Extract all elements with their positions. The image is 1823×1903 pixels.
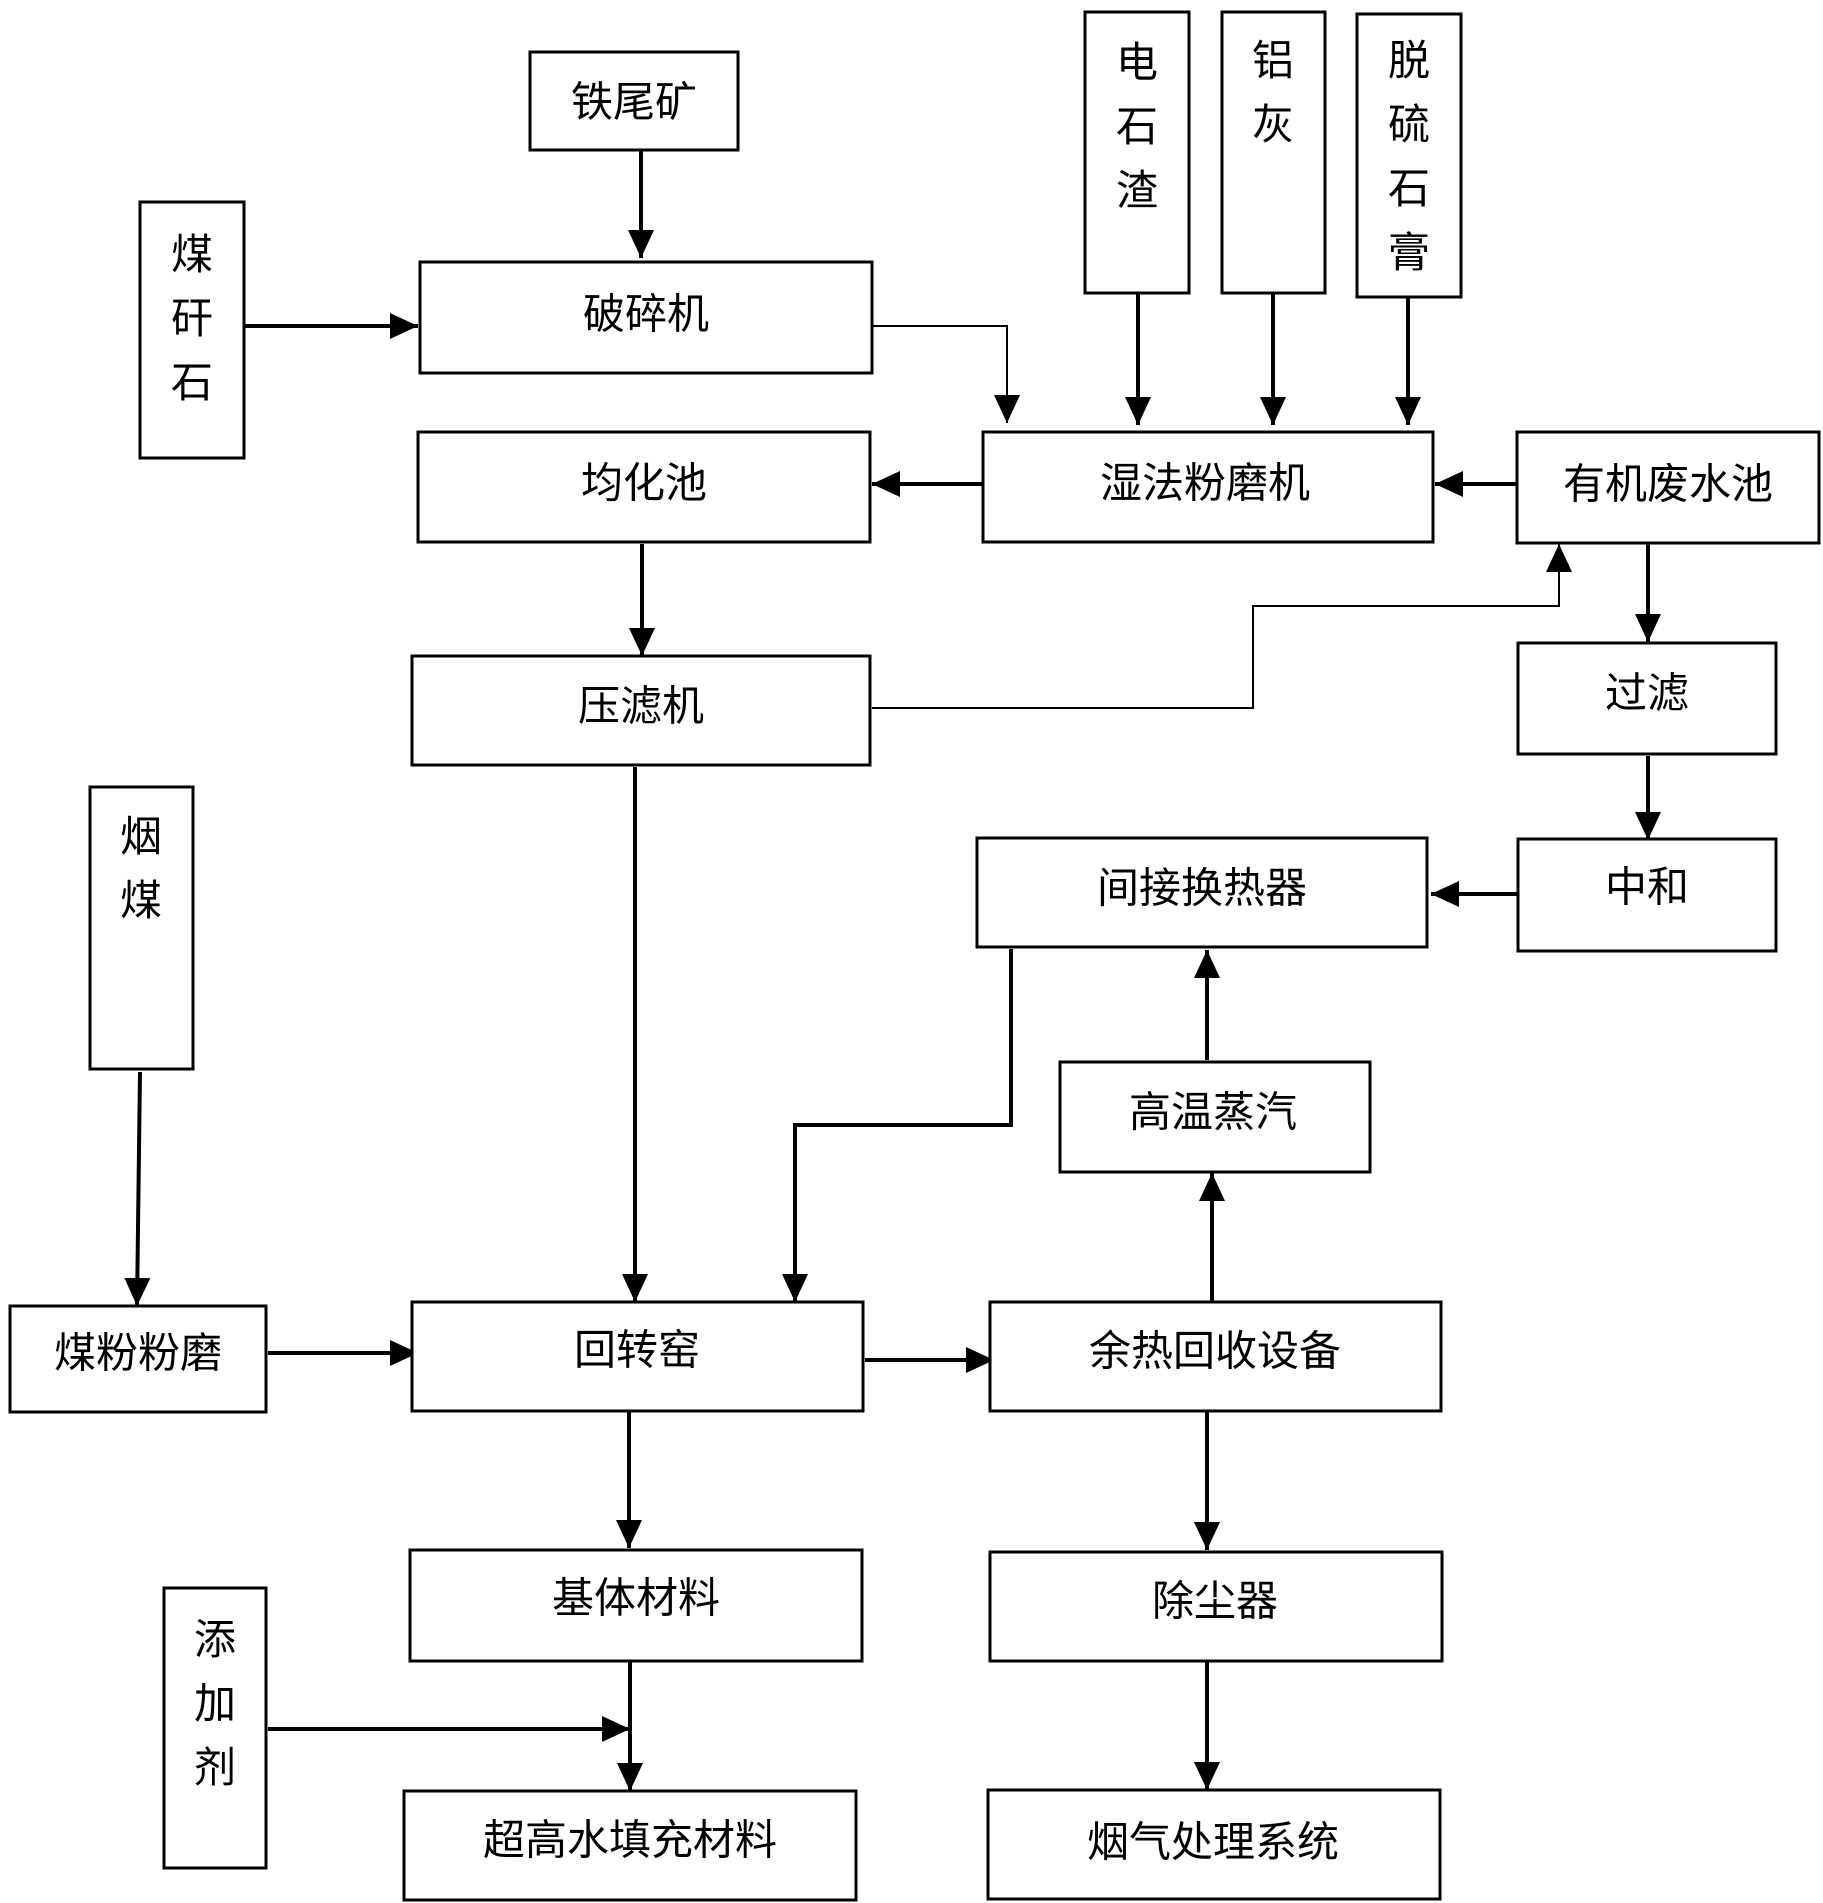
node-ultra-high-water-filling-material: 超高水填充材料: [402, 1789, 858, 1902]
svg-text:除尘器: 除尘器: [1152, 1577, 1278, 1626]
svg-text:过滤: 过滤: [1605, 669, 1689, 718]
node-additive: 添加剂: [162, 1586, 268, 1870]
node-coal-gangue: 煤矸石: [138, 200, 246, 460]
edge-bituminous-coal-to-grinding: [124, 1071, 151, 1307]
edge-crusher-to-wet-grinder: [870, 325, 1020, 423]
svg-text:湿法粉磨机: 湿法粉磨机: [1100, 459, 1310, 508]
node-filter-press: 压滤机: [410, 654, 872, 767]
svg-text:煤矸石: 煤矸石: [171, 230, 213, 407]
node-indirect-heat-exchanger: 间接换热器: [975, 836, 1429, 949]
node-flue-gas-treatment-system: 烟气处理系统: [986, 1788, 1442, 1901]
svg-text:间接换热器: 间接换热器: [1097, 864, 1307, 913]
node-aluminum-ash: 铝灰: [1220, 10, 1327, 295]
node-base-material: 基体材料: [408, 1548, 864, 1663]
svg-text:回转窑: 回转窑: [574, 1326, 700, 1375]
node-desulfurization-gypsum: 脱硫石膏: [1355, 12, 1463, 299]
node-filtration: 过滤: [1516, 641, 1778, 756]
node-wet-grinder: 湿法粉磨机: [981, 430, 1435, 544]
svg-text:超高水填充材料: 超高水填充材料: [483, 1816, 777, 1865]
node-bituminous-coal: 烟煤: [88, 785, 195, 1071]
svg-text:电石渣: 电石渣: [1116, 38, 1158, 215]
node-waste-heat-recovery: 余热回收设备: [988, 1300, 1443, 1413]
node-iron-tailings: 铁尾矿: [528, 50, 740, 152]
svg-text:烟煤: 烟煤: [120, 812, 162, 925]
node-rotary-kiln: 回转窑: [410, 1300, 865, 1413]
node-high-temp-steam: 高温蒸汽: [1058, 1060, 1372, 1174]
svg-text:中和: 中和: [1605, 863, 1689, 912]
svg-text:压滤机: 压滤机: [578, 682, 704, 731]
svg-text:有机废水池: 有机废水池: [1563, 460, 1773, 509]
node-homogenization-tank: 均化池: [416, 430, 872, 544]
node-crusher: 破碎机: [418, 260, 874, 375]
svg-text:铝灰: 铝灰: [1252, 36, 1294, 149]
node-dust-collector: 除尘器: [988, 1550, 1444, 1663]
node-neutralization: 中和: [1516, 837, 1778, 953]
svg-text:高温蒸汽: 高温蒸汽: [1129, 1088, 1297, 1137]
node-organic-wastewater-tank: 有机废水池: [1515, 430, 1821, 545]
svg-text:铁尾矿: 铁尾矿: [571, 78, 697, 127]
edge-heat-exchanger-to-rotary-kiln: [782, 949, 1013, 1302]
svg-text:基体材料: 基体材料: [552, 1574, 720, 1623]
svg-text:煤粉粉磨: 煤粉粉磨: [54, 1329, 222, 1378]
svg-text:脱硫石膏: 脱硫石膏: [1388, 36, 1430, 277]
svg-text:均化池: 均化池: [581, 459, 707, 508]
node-coal-powder-grinding: 煤粉粉磨: [8, 1304, 268, 1414]
svg-text:余热回收设备: 余热回收设备: [1089, 1327, 1341, 1376]
svg-text:添加剂: 添加剂: [194, 1615, 236, 1792]
svg-text:破碎机: 破碎机: [583, 290, 709, 339]
node-carbide-slag: 电石渣: [1083, 10, 1191, 295]
edge-filter-press-to-wastewater: [872, 544, 1572, 709]
svg-text:烟气处理系统: 烟气处理系统: [1087, 1818, 1339, 1867]
